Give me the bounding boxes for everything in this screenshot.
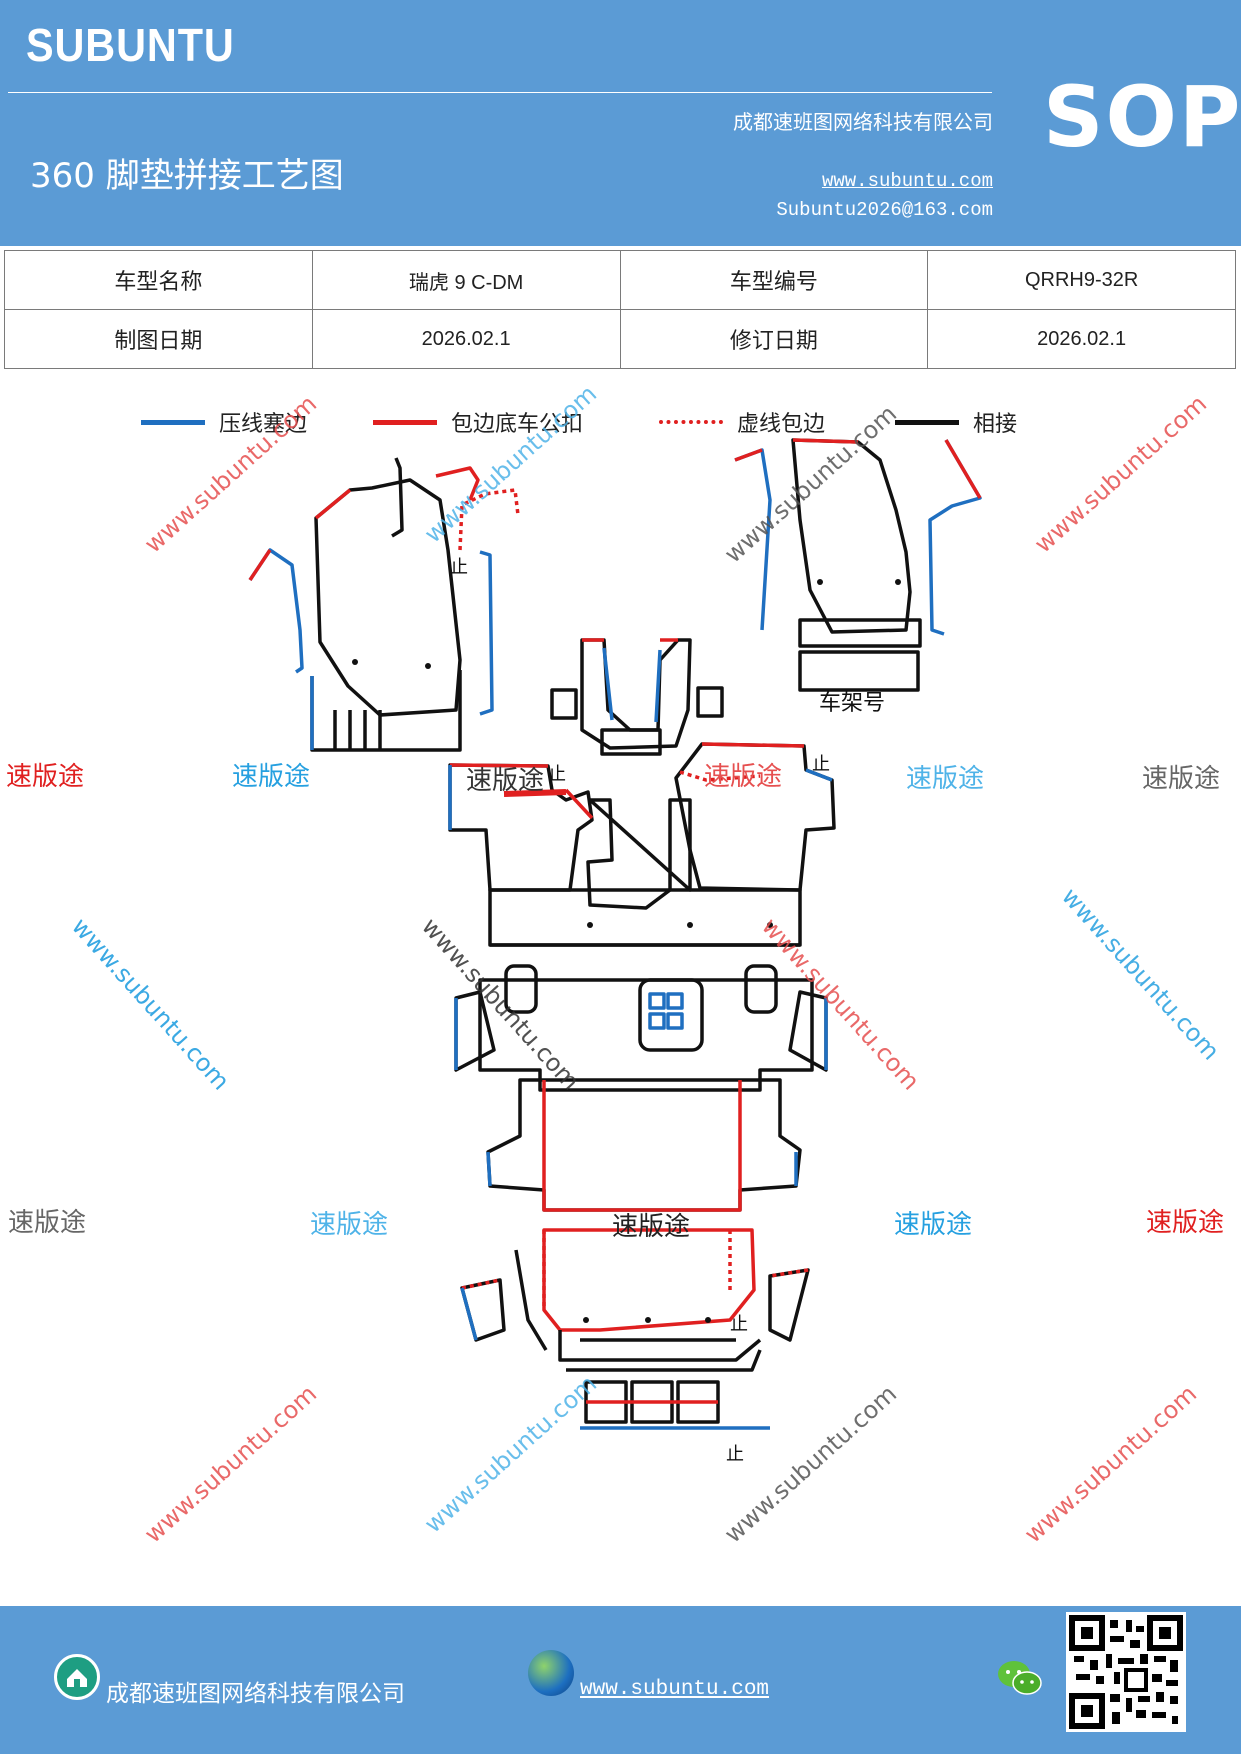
stop-mark: 止 (812, 754, 830, 775)
stop-mark: 止 (730, 1314, 748, 1335)
header-company: 成都速班图网络科技有限公司 (733, 110, 993, 134)
header-banner: SUBUNTU 360 脚垫拼接工艺图 成都速班图网络科技有限公司 www.su… (0, 0, 1241, 246)
watermark-text: 速版途 (1146, 1208, 1225, 1238)
revision-date-value: 2026.02.1 (927, 309, 1236, 369)
qr-code[interactable] (1066, 1612, 1186, 1732)
legend-label: 压线塞边 (219, 412, 308, 437)
globe-icon (528, 1650, 574, 1696)
legend-swatch-red-dotted (659, 420, 723, 424)
legend-label: 相接 (973, 412, 1018, 437)
rear-right-piece (674, 742, 836, 892)
line-legend: 压线塞边 包边底车公扣 虚线包边 相接 (0, 402, 1241, 442)
header-website-link[interactable]: www.subuntu.com (821, 170, 993, 192)
header-email[interactable]: Subuntu2026@163.com (776, 199, 993, 221)
watermark-text: 速版途 (1142, 764, 1221, 794)
home-icon (54, 1654, 100, 1700)
rear-left-piece (448, 763, 594, 892)
watermark-text: 速版途 (232, 762, 311, 792)
second-row-piece (454, 964, 828, 1092)
vehicle-info-table: 车型名称 瑞虎 9 C-DM 车型编号 QRRH9-32R 制图日期 2026.… (4, 250, 1236, 369)
footer-banner: 成都速班图网络科技有限公司 www.subuntu.com (0, 1606, 1241, 1754)
drawing-date-value: 2026.02.1 (311, 309, 621, 369)
legend-swatch-black (895, 419, 959, 425)
legend-item-joint: 相接 (895, 402, 1017, 442)
watermark-text: 速版途 (906, 764, 985, 794)
sop-badge: SOP (1043, 68, 1241, 166)
table-row: 车型名称 瑞虎 9 C-DM 车型编号 QRRH9-32R (4, 250, 1236, 310)
center-floor-piece (488, 798, 802, 947)
watermark-text: 速版途 (612, 1212, 691, 1242)
trunk-floor-piece (486, 1078, 802, 1212)
watermark-text: 速版途 (310, 1210, 389, 1240)
brand-logo: SUBUNTU (26, 19, 235, 71)
model-name-value: 瑞虎 9 C-DM (311, 250, 621, 310)
floor-mat-pattern-diagram: 车架号 止 止 止 止 止 (248, 438, 982, 1465)
model-code-value: QRRH9-32R (927, 250, 1236, 310)
stop-mark: 止 (450, 557, 468, 578)
header-divider (8, 92, 992, 93)
footer-company: 成都速班图网络科技有限公司 (106, 1681, 405, 1707)
document-title: 360 脚垫拼接工艺图 (30, 156, 344, 196)
watermark-text: 速版途 (6, 762, 85, 792)
drawing-date-label: 制图日期 (4, 309, 313, 369)
passenger-mat-piece (734, 438, 982, 692)
legend-swatch-red (373, 419, 437, 425)
qr-code-pattern (1069, 1615, 1183, 1729)
stop-mark: 止 (548, 764, 566, 785)
driver-mat-piece (248, 457, 520, 752)
tunnel-top-piece (550, 638, 724, 756)
stop-mark: 止 (726, 1444, 744, 1465)
revision-date-label: 修订日期 (619, 309, 929, 369)
legend-swatch-blue (141, 419, 205, 425)
model-code-label: 车型编号 (619, 250, 929, 310)
legend-label: 包边底车公扣 (451, 412, 584, 437)
legend-item-edge-clip: 包边底车公扣 (373, 402, 583, 442)
wechat-icon[interactable] (996, 1656, 1044, 1704)
legend-label: 虚线包边 (737, 412, 826, 437)
footer-website-link[interactable]: www.subuntu.com (580, 1678, 770, 1701)
watermark-text: 速版途 (704, 762, 783, 792)
watermark-text: 速版途 (466, 766, 545, 796)
model-name-label: 车型名称 (4, 250, 313, 310)
legend-item-press-line: 压线塞边 (141, 402, 307, 442)
legend-item-dotted-edge: 虚线包边 (659, 402, 825, 442)
frame-number-label: 车架号 (819, 691, 885, 716)
table-row: 制图日期 2026.02.1 修订日期 2026.02.1 (4, 309, 1236, 369)
watermark-text: 速版途 (8, 1208, 87, 1238)
rear-trunk-extension-piece (460, 1228, 810, 1430)
watermark-text: 速版途 (894, 1210, 973, 1240)
